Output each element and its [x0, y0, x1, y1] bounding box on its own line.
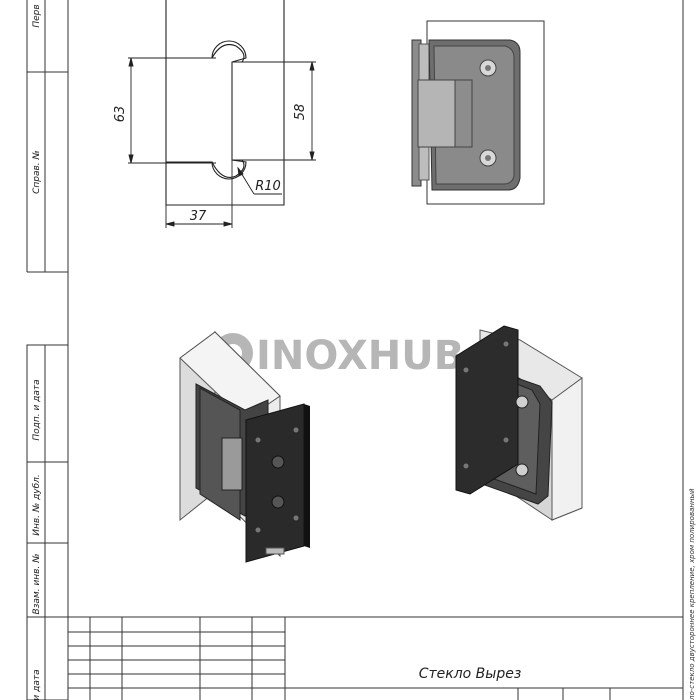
stamp-label-inv: Инв. № дубл. [32, 474, 42, 536]
watermark-text: INOXHUB [256, 333, 464, 379]
dim-58: 58 [293, 104, 308, 121]
hinge-iso-view-left [179, 330, 310, 563]
screw-icon [515, 463, 529, 477]
stamp-label-vzam: Взам. инв. № [32, 553, 42, 614]
dim-37: 37 [190, 209, 207, 224]
hinge-iso-view-right [455, 325, 583, 521]
title-block-name: Стекло Вырез [419, 666, 522, 682]
watermark: INOXHUB [213, 333, 464, 379]
left-stamp-frame [26, 0, 69, 700]
right-side-note: ло-стекло двустороннее крепление, хром п… [688, 488, 696, 700]
stamp-label-perv: Перв [32, 4, 42, 27]
screw-icon [271, 455, 285, 469]
hinge-front-view [411, 20, 545, 205]
stamp-label-podp: Подп. и дата [32, 379, 42, 440]
stamp-label-data: и дата [32, 669, 42, 700]
screw-icon [515, 395, 529, 409]
dim-r10: R10 [255, 179, 281, 194]
glass-cutout-drawing [165, 0, 285, 206]
stamp-label-sprav: Справ. № [32, 150, 42, 194]
title-block [68, 616, 683, 700]
screw-icon [271, 495, 285, 509]
dim-63: 63 [113, 106, 128, 123]
dimension-lines [128, 57, 316, 228]
left-stamp-labels: Перв Справ. № Подп. и дата Инв. № дубл. … [32, 4, 42, 700]
